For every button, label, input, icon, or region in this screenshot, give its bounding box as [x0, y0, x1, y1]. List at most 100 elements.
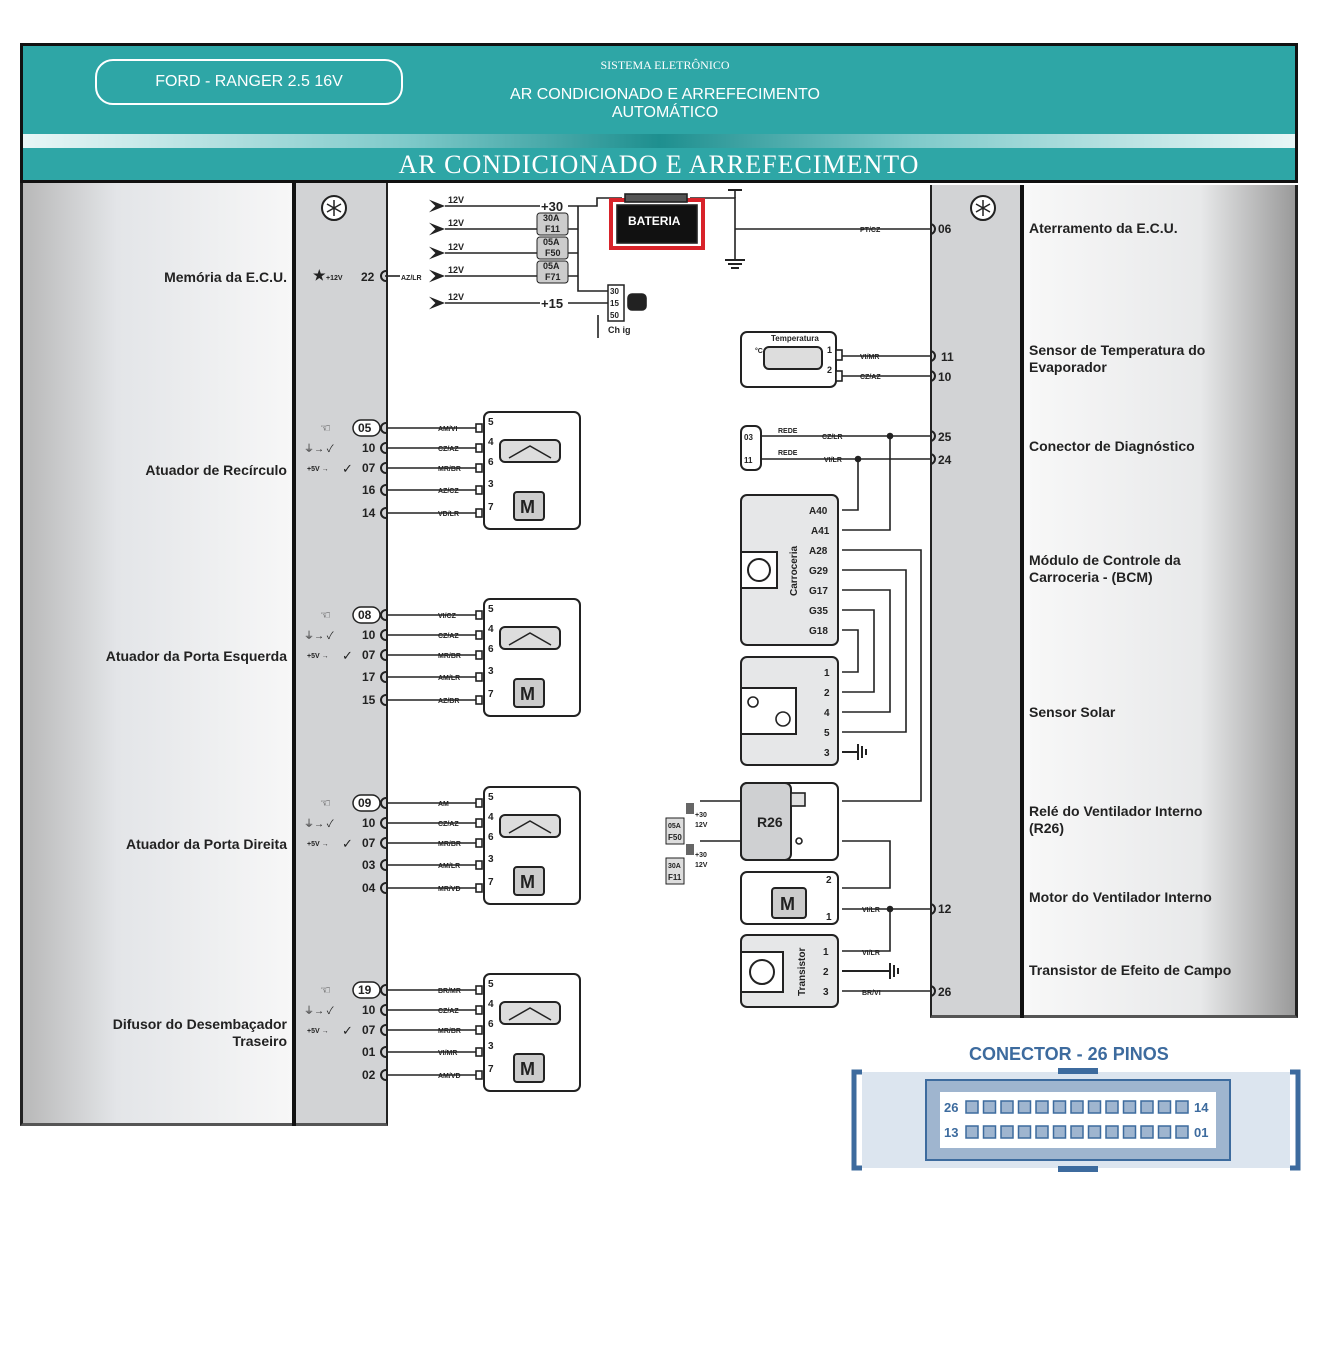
svg-text:12V: 12V — [448, 265, 464, 275]
svg-text:1: 1 — [823, 947, 829, 958]
svg-text:2: 2 — [827, 365, 832, 375]
supply-5v-label: +5V → — [307, 653, 329, 660]
connector-pin-label: 3 — [488, 479, 494, 490]
connector-pin-label: 3 — [488, 854, 494, 865]
ecu-pin: 04 — [362, 881, 376, 895]
subtitle-line1: AR CONDICIONADO E ARREFECIMENTO — [510, 86, 820, 103]
connector-pin-label: 6 — [488, 457, 494, 468]
connector-pin-label: 4 — [488, 624, 494, 635]
battery-label: BATERIA — [628, 214, 681, 228]
svg-text:VI/LR: VI/LR — [862, 907, 880, 914]
svg-text:2: 2 — [823, 967, 829, 978]
label-diagnostic-connector: Conector de Diagnóstico — [1029, 438, 1195, 454]
connector-pin — [982, 1125, 997, 1139]
bcm-label: Carroceria — [789, 546, 800, 596]
ecu-pin-26: 26 — [938, 985, 952, 999]
svg-text:14: 14 — [1194, 1100, 1209, 1115]
connector-pin — [1035, 1100, 1049, 1114]
wire-color-label: CZ/AZ — [438, 633, 459, 640]
connector-pin — [1070, 1100, 1084, 1114]
hand-pointer-icon: ☜ — [320, 608, 331, 622]
connector-pin — [1000, 1125, 1014, 1139]
wire-color-label: AZ/BR — [438, 698, 459, 705]
plus30-label: +30 — [541, 199, 563, 214]
svg-text:12V: 12V — [448, 242, 464, 252]
wire-color-label: AM/LR — [438, 863, 460, 870]
ecu-pin: 07 — [362, 461, 376, 475]
wire-color-label: AM — [438, 801, 449, 808]
ecu-pin-22: 22 — [361, 270, 375, 284]
wire-color-label: CZ/AZ — [438, 821, 459, 828]
svg-text:G29: G29 — [809, 566, 828, 577]
ground-arrow-icon: ⏚→ ✓ — [304, 818, 334, 830]
hand-pointer-icon: ☜ — [320, 983, 331, 997]
wire-color-label: AZ/CZ — [438, 488, 459, 495]
wire-color-label: VI/MR — [438, 1050, 457, 1057]
relay-label: R26 — [757, 814, 783, 830]
vehicle-model-badge: FORD - RANGER 2.5 16V — [95, 59, 403, 105]
supply-5v-label: +5V → — [307, 1028, 329, 1035]
label-evap-temp-sensor: Sensor de Temperatura do — [1029, 342, 1206, 358]
label-blower-motor: Motor do Ventilador Interno — [1029, 889, 1212, 905]
svg-text:+30: +30 — [695, 812, 707, 819]
ecu-pin: 16 — [362, 483, 376, 497]
svg-text:30: 30 — [610, 287, 619, 296]
wire-color-label: AM/LR — [438, 675, 460, 682]
ecu-pin-25: 25 — [938, 430, 952, 444]
connector-pin — [1157, 1100, 1172, 1114]
ecu-pin-06: 06 — [938, 222, 952, 236]
svg-text:03: 03 — [744, 433, 753, 442]
svg-text:REDE: REDE — [778, 450, 798, 457]
connector-pin-label: 5 — [488, 604, 494, 615]
hand-pointer-icon: ☜ — [320, 421, 331, 435]
blower-motor-symbol: M — [780, 894, 795, 914]
svg-text:+12V: +12V — [326, 275, 343, 282]
ecu-pin-signal: 05 — [358, 421, 372, 435]
svg-text:26: 26 — [944, 1100, 958, 1115]
connector-pin — [1087, 1125, 1102, 1139]
ecu-pin-10: 10 — [938, 370, 952, 384]
label-blower-relay-line2: (R26) — [1029, 820, 1065, 836]
svg-text:2: 2 — [826, 875, 832, 886]
ecu-pin: 10 — [362, 816, 376, 830]
connector-pin-label: 4 — [488, 437, 494, 448]
transistor-label: Transistor — [797, 948, 808, 996]
svg-text:CZ/LR: CZ/LR — [822, 434, 843, 441]
header-stripe — [23, 134, 1295, 148]
svg-text:11: 11 — [744, 456, 753, 465]
label-bcm: Módulo de Controle da — [1029, 552, 1181, 568]
connector-pin — [965, 1100, 979, 1114]
connector-pin-label: 7 — [488, 877, 494, 888]
connector-pin — [1087, 1100, 1102, 1114]
svg-text:REDE: REDE — [778, 428, 798, 435]
connector-pin-label: 4 — [488, 999, 494, 1010]
connector-pin — [965, 1125, 979, 1139]
snowflake-icon-right — [970, 195, 996, 221]
wire-color-label: CZ/AZ — [438, 446, 459, 453]
svg-text:1: 1 — [827, 345, 832, 355]
svg-text:★: ★ — [313, 267, 326, 283]
ecu-right-strip — [930, 185, 1022, 1018]
connector-pin — [1017, 1125, 1032, 1139]
label-fet: Transistor de Efeito de Campo — [1029, 962, 1232, 978]
svg-text:01: 01 — [1194, 1125, 1208, 1140]
connector-pin-label: 7 — [488, 502, 494, 513]
connector-pin-label: 6 — [488, 832, 494, 843]
svg-text:3: 3 — [824, 748, 830, 759]
svg-text:2: 2 — [824, 688, 830, 699]
label-rear-defroster: Difusor do Desembaçador — [112, 1016, 287, 1032]
svg-text:12V: 12V — [448, 218, 464, 228]
left-label-panel — [20, 183, 292, 1126]
wire-color-label: VI/CZ — [438, 613, 457, 620]
svg-text:30A: 30A — [668, 863, 681, 870]
svg-text:F71: F71 — [545, 272, 561, 282]
svg-text:A40: A40 — [809, 506, 828, 517]
connector-pin — [1105, 1100, 1119, 1114]
motor-symbol: M — [520, 1059, 535, 1079]
supply-5v-label: +5V → — [307, 841, 329, 848]
connector-pin — [982, 1100, 997, 1114]
ecu-pin: 10 — [362, 1003, 376, 1017]
snowflake-icon-left — [321, 195, 347, 221]
